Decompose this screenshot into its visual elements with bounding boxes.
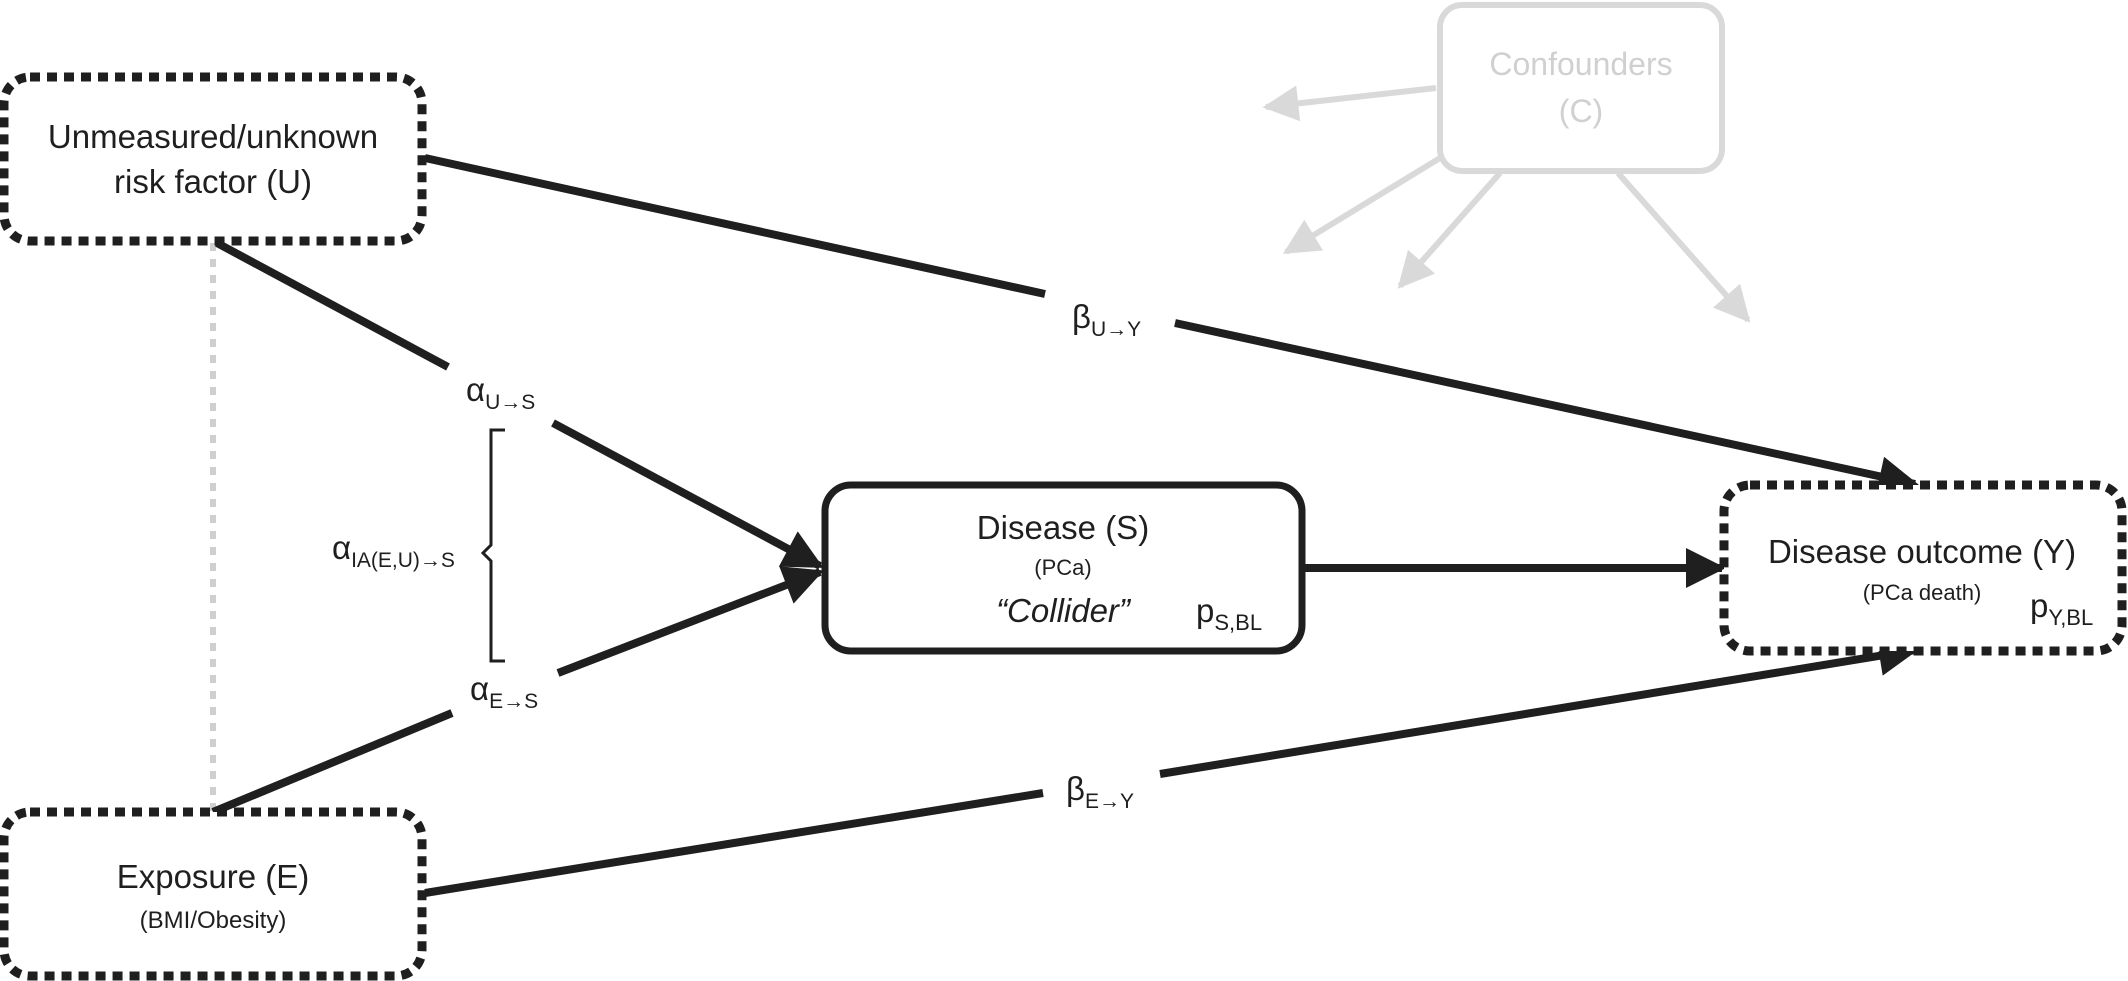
unmeasured-label-line1: Unmeasured/unknown bbox=[48, 118, 378, 155]
node-exposure: Exposure (E) (BMI/Obesity) bbox=[0, 807, 427, 981]
edge-e-to-s-part2 bbox=[556, 566, 824, 677]
label-beta-u-y: βU→Y bbox=[1072, 298, 1141, 341]
exposure-title: Exposure (E) bbox=[117, 858, 310, 895]
confounders-node bbox=[1437, 2, 1725, 174]
outcome-subtitle: (PCa death) bbox=[1863, 580, 1982, 605]
edge-e-to-s-part1 bbox=[211, 709, 454, 816]
disease-subtitle: (PCa) bbox=[1034, 555, 1091, 580]
confounders-label-line2: (C) bbox=[1559, 93, 1603, 129]
outcome-title: Disease outcome (Y) bbox=[1768, 533, 2076, 570]
label-beta-e-y: βE→Y bbox=[1066, 770, 1134, 813]
disease-baseline-param: pS,BL bbox=[1196, 592, 1262, 635]
node-disease: Disease (S) (PCa) “Collider” pS,BL bbox=[821, 481, 1306, 655]
disease-title: Disease (S) bbox=[977, 509, 1149, 546]
edge-u-to-s-part1 bbox=[215, 239, 450, 371]
node-disease-outcome: Disease outcome (Y) (PCa death) pY,BL bbox=[1719, 480, 2127, 656]
edge-u-to-y-part2 bbox=[1174, 319, 1919, 496]
node-unmeasured-risk-factor: Unmeasured/unknown risk factor (U) bbox=[0, 72, 427, 246]
edge-e-to-y-part2 bbox=[1159, 636, 1919, 778]
confounders-arrow-down-left bbox=[1282, 155, 1442, 255]
edge-u-to-y-part1 bbox=[424, 154, 1046, 298]
outcome-baseline-param: pY,BL bbox=[2030, 587, 2093, 630]
confounders-arrow-left bbox=[1262, 85, 1437, 122]
label-alpha-interaction: αIA(E,U)→S bbox=[332, 529, 455, 572]
confounders-arrow-down-right bbox=[1615, 171, 1751, 323]
confounders-group: Confounders (C) bbox=[1262, 2, 1751, 323]
exposure-subtitle: (BMI/Obesity) bbox=[140, 907, 287, 934]
edge-u-to-s-part2 bbox=[551, 419, 824, 570]
unmeasured-label-line2: risk factor (U) bbox=[114, 163, 312, 200]
confounders-arrow-down bbox=[1397, 171, 1503, 289]
disease-collider-note: “Collider” bbox=[996, 592, 1132, 629]
interaction-bracket bbox=[480, 428, 505, 663]
confounders-label-line1: Confounders bbox=[1489, 46, 1672, 82]
label-alpha-e-s: αE→S bbox=[470, 670, 538, 713]
label-alpha-u-s: αU→S bbox=[466, 371, 535, 414]
edge-e-to-y-part1 bbox=[424, 789, 1044, 897]
